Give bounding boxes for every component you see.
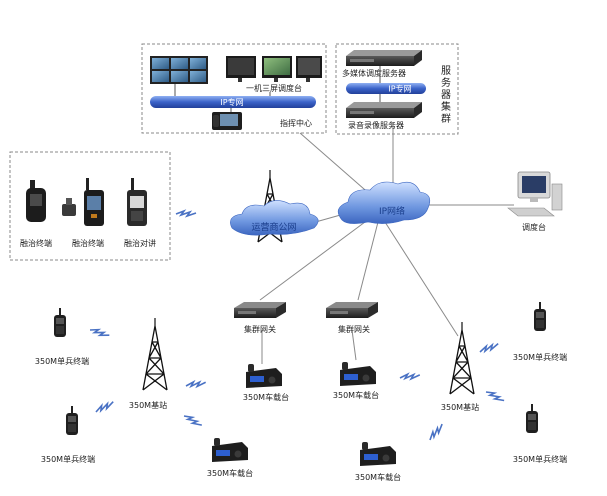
public-network-cloud: 运营商公网 bbox=[230, 200, 319, 236]
radio-wave-terminals bbox=[175, 210, 197, 217]
right-radio-cluster: 350M单兵终端 350M基站 350M单兵终端 350M车载台 350M车载台 bbox=[333, 302, 567, 482]
link-command-center-core bbox=[299, 132, 373, 197]
converged-intercom-icon bbox=[127, 178, 147, 226]
left-vehicle-top-label: 350M车载台 bbox=[243, 392, 289, 402]
left-base-station-label: 350M基站 bbox=[129, 400, 167, 410]
link-core-right-tower bbox=[384, 221, 459, 337]
core-network-cloud: IP网络 bbox=[337, 181, 431, 224]
left-vehicle-bottom-label: 350M车载台 bbox=[207, 468, 253, 478]
triple-monitor-icon bbox=[226, 56, 322, 82]
right-wave-vehicle-top bbox=[398, 372, 421, 381]
left-wave-handset-bottom bbox=[93, 399, 116, 415]
converged-terminal-label-1: 融治终端 bbox=[20, 238, 52, 248]
converged-terminals-border bbox=[9, 151, 171, 261]
left-vehicle-bottom bbox=[212, 438, 248, 462]
public-network-label: 运营商公网 bbox=[251, 221, 296, 233]
server-cluster-char-1: 服 bbox=[441, 65, 451, 77]
multimedia-server-icon bbox=[346, 50, 422, 66]
right-handset-top-label: 350M单兵终端 bbox=[513, 352, 567, 362]
recording-server-icon bbox=[346, 102, 422, 118]
left-radio-cluster: 350M单兵终端 350M基站 350M单兵终端 350M车载台 350M车载台 bbox=[35, 308, 289, 478]
charger-icon bbox=[62, 198, 76, 216]
right-vehicle-top bbox=[340, 362, 376, 386]
right-wave-handset-top bbox=[478, 340, 501, 355]
server-cluster-vertical-label: 服 务 器 集 群 bbox=[441, 65, 451, 125]
command-center-panel: 一机三屏调度台 IP专网 指挥中心 bbox=[141, 43, 327, 134]
right-wave-vehicle-bottom bbox=[426, 421, 446, 443]
right-base-station-label: 350M基站 bbox=[441, 402, 479, 412]
left-handset-bottom bbox=[66, 406, 78, 435]
link-gateway-right-vehicle bbox=[351, 329, 357, 361]
converged-terminal-label-3: 融治对讲 bbox=[124, 238, 156, 248]
converged-terminal-label-2: 融治终端 bbox=[72, 238, 104, 248]
network-links bbox=[259, 125, 514, 364]
server-cluster-panel: 多媒体调度服务器 IP专网 录音录像服务器 服 务 器 集 群 bbox=[335, 43, 459, 135]
server-cluster-border bbox=[335, 43, 459, 135]
left-base-tower bbox=[142, 317, 168, 391]
server-cluster-char-3: 器 bbox=[441, 89, 451, 101]
command-ip-bar-label: IP专网 bbox=[220, 97, 243, 107]
command-center-label: 指挥中心 bbox=[280, 118, 312, 128]
left-vehicle-top bbox=[246, 364, 282, 388]
dispatch-pc-icon bbox=[507, 171, 563, 217]
video-phone-icon bbox=[212, 112, 242, 130]
left-wave-vehicle-bottom bbox=[182, 412, 204, 429]
dispatch-terminal-label: 调度台 bbox=[522, 222, 546, 232]
server-ip-bar: IP专网 bbox=[346, 83, 426, 94]
core-network-label: IP网络 bbox=[379, 205, 405, 217]
recording-server-label: 录音录像服务器 bbox=[348, 120, 404, 130]
right-vehicle-bottom-label: 350M车载台 bbox=[355, 472, 401, 482]
video-wall-icon bbox=[150, 56, 208, 84]
right-wave-handset-bottom bbox=[484, 388, 506, 404]
right-vehicle-top-label: 350M车载台 bbox=[333, 390, 379, 400]
server-cluster-char-5: 群 bbox=[441, 112, 451, 125]
left-wave-handset-top bbox=[88, 326, 111, 339]
gateway-left: 集群网关 bbox=[234, 302, 286, 334]
gateway-left-label: 集群网关 bbox=[244, 324, 276, 334]
gateway-right: 集群网关 bbox=[326, 302, 378, 334]
left-handset-top-label: 350M单兵终端 bbox=[35, 356, 89, 366]
server-cluster-char-2: 务 bbox=[441, 76, 451, 89]
gateway-right-label: 集群网关 bbox=[338, 324, 370, 334]
command-ip-bar: IP专网 bbox=[150, 96, 316, 108]
right-base-tower bbox=[449, 321, 475, 395]
converged-terminals-panel: 融治终端 融治终端 融治对讲 bbox=[9, 151, 171, 261]
smart-terminal-icon bbox=[84, 178, 104, 226]
dispatch-console-label: 一机三屏调度台 bbox=[246, 83, 302, 93]
link-gateway-left-core bbox=[259, 221, 366, 301]
left-handset-top bbox=[54, 308, 66, 337]
right-handset-top bbox=[534, 302, 546, 331]
right-vehicle-bottom bbox=[360, 442, 396, 466]
server-ip-bar-label: IP专网 bbox=[388, 84, 411, 94]
left-handset-bottom-label: 350M单兵终端 bbox=[41, 454, 95, 464]
command-center-border bbox=[141, 43, 327, 134]
right-handset-bottom-label: 350M单兵终端 bbox=[513, 454, 567, 464]
rugged-phone-icon bbox=[26, 180, 46, 222]
link-gateway-right-core bbox=[357, 221, 379, 301]
right-handset-bottom bbox=[526, 404, 538, 433]
server-cluster-char-4: 集 bbox=[441, 100, 451, 113]
left-wave-vehicle-top bbox=[184, 379, 207, 389]
multimedia-server-label: 多媒体调度服务器 bbox=[342, 68, 406, 78]
